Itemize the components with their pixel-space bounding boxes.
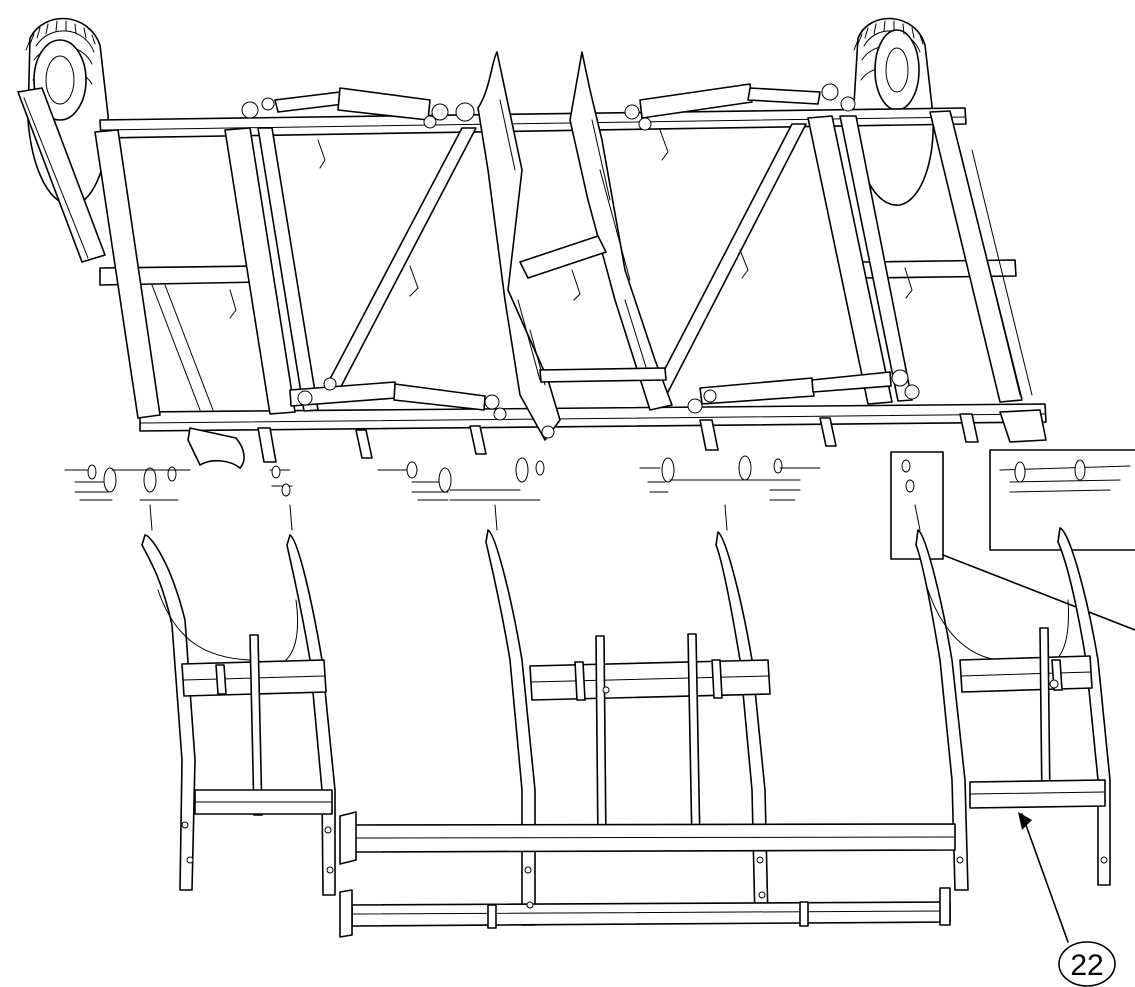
- callout-22-arrowhead: [1018, 812, 1032, 830]
- exploded-hardware: [64, 455, 1131, 531]
- main-frame: [17, 51, 1047, 441]
- rear-leveler-assembly: [141, 527, 1111, 938]
- detail-boxes: [890, 449, 1135, 631]
- callout-22-label: 22: [1070, 949, 1103, 982]
- callout-22-leader: [1021, 813, 1069, 943]
- hydraulic-cylinders: [241, 83, 920, 421]
- detail-leader-line: [942, 554, 1135, 631]
- detail-box-left: [890, 451, 944, 560]
- callout-22: 22: [1018, 812, 1116, 987]
- callout-22-bubble: [1058, 941, 1116, 987]
- shank-brackets: [187, 129, 1047, 469]
